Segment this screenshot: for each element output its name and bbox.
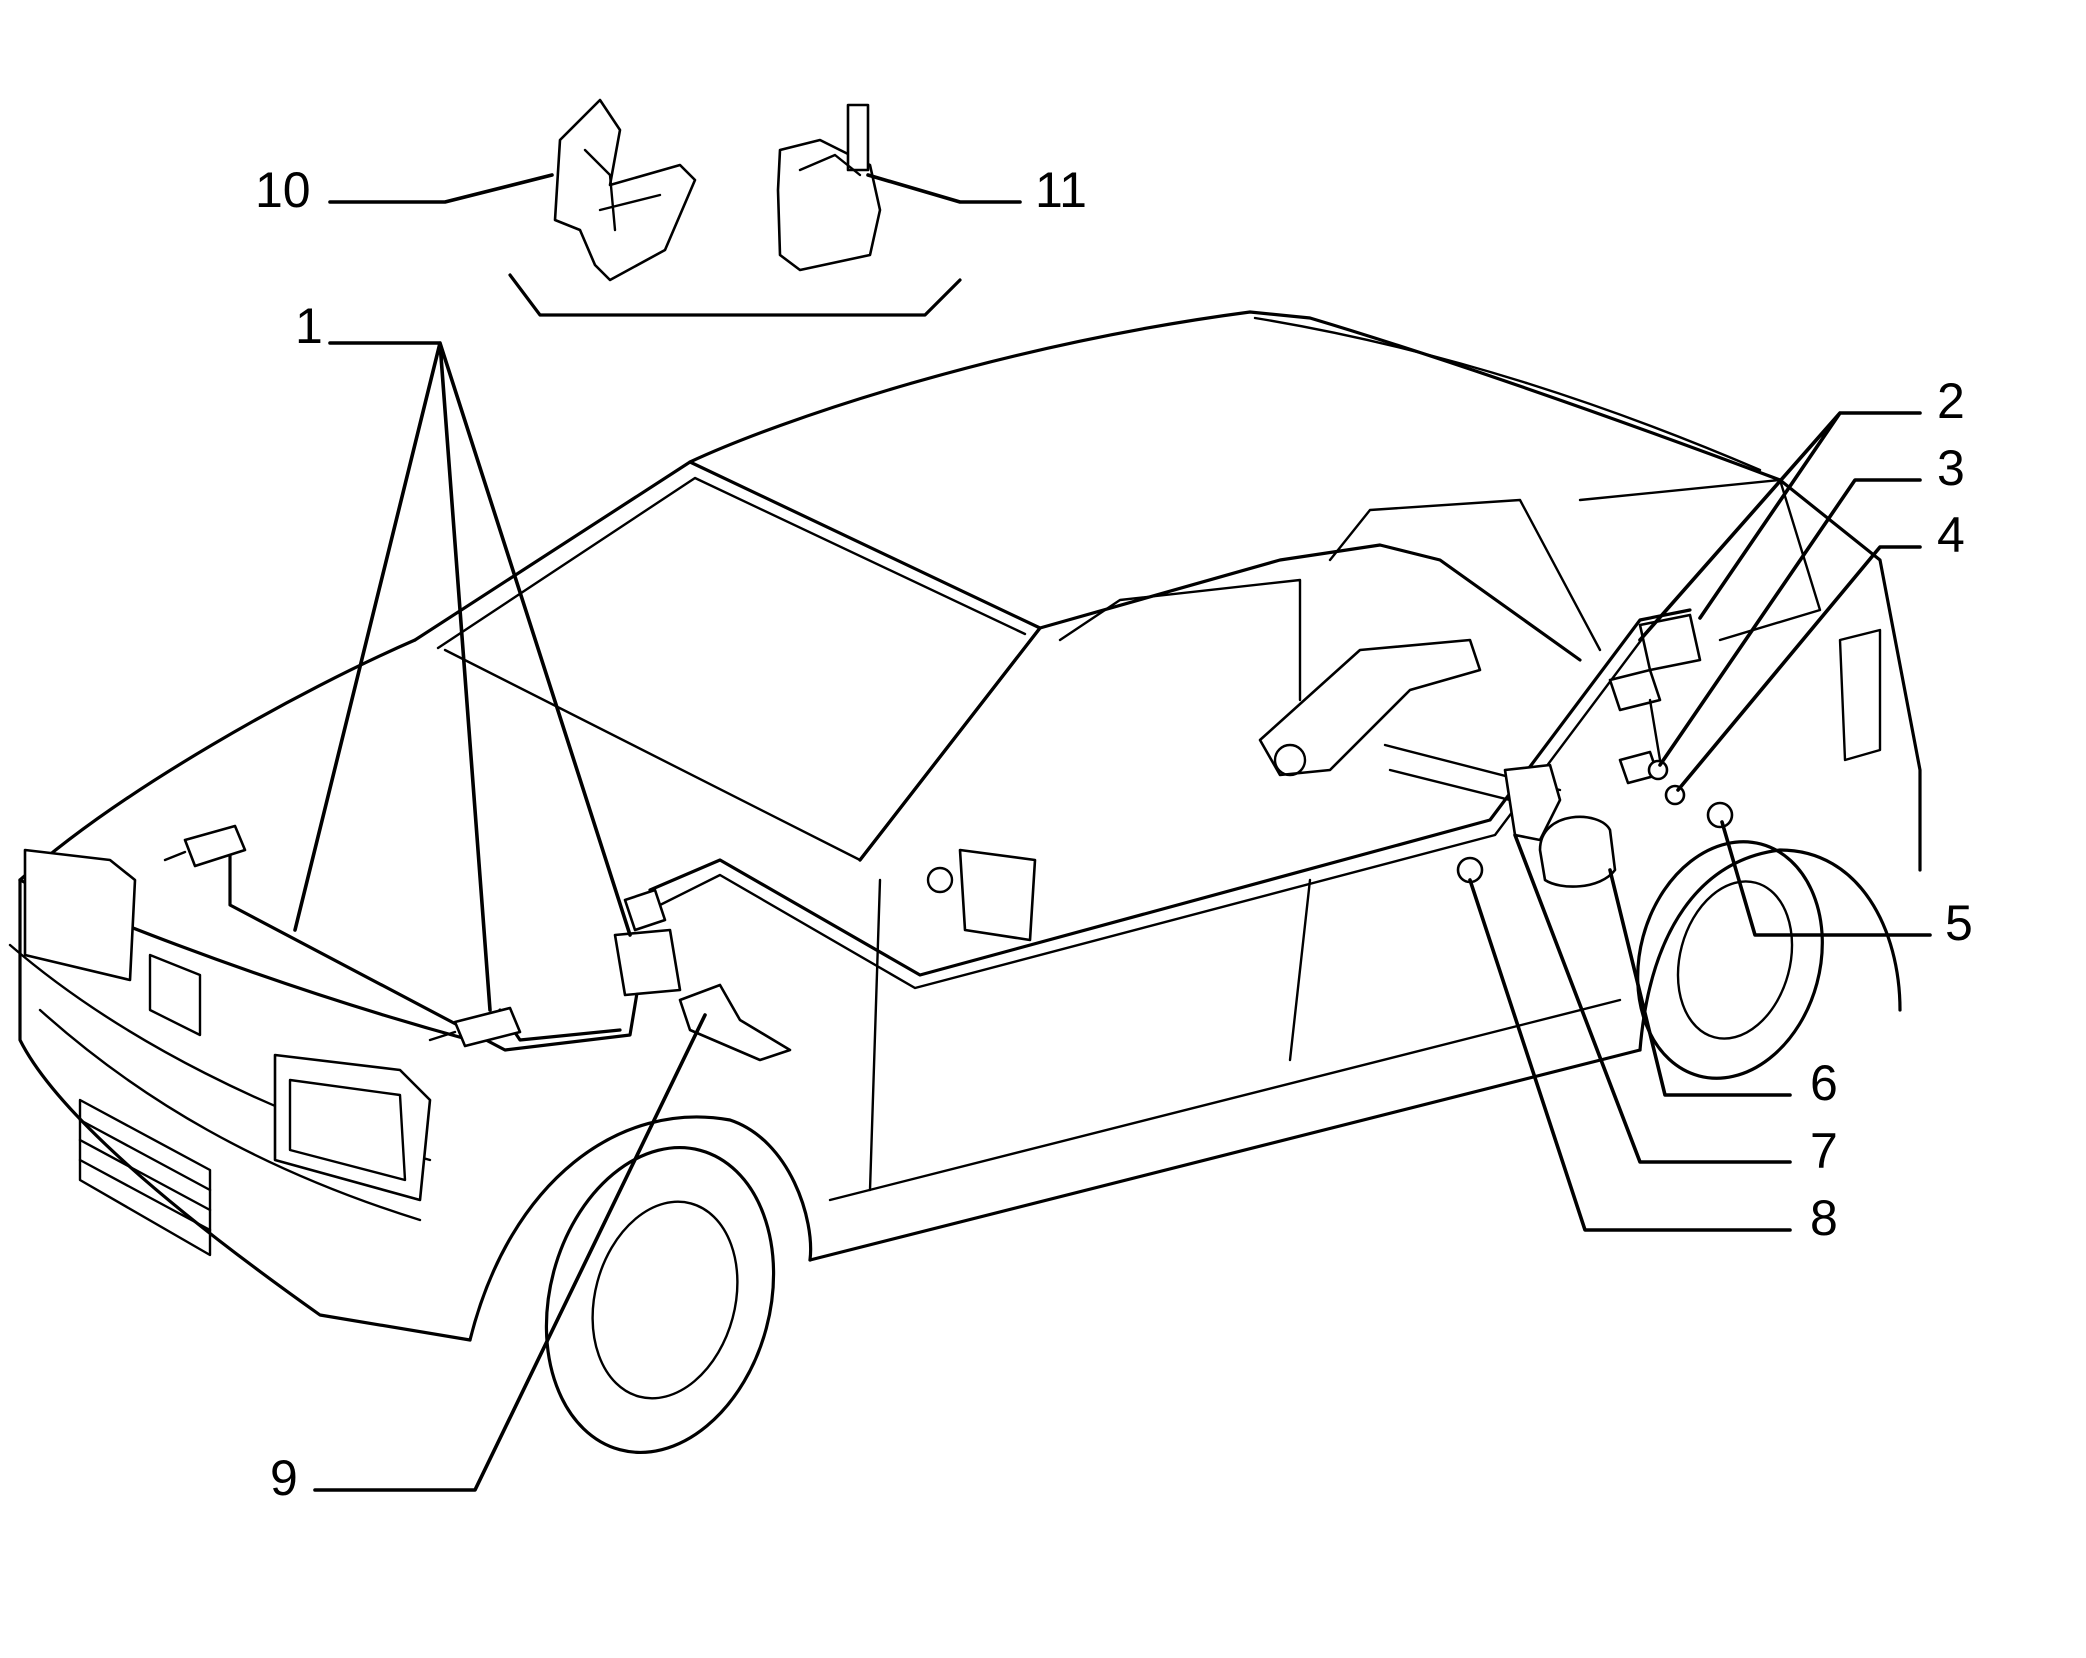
exhaust-assembly [1258, 638, 1562, 812]
bracket-10 [553, 98, 697, 282]
callout-5: 5 [1945, 895, 1973, 951]
leader-11 [866, 173, 1022, 204]
nut-5 [1706, 801, 1734, 829]
car-outline [8, 310, 1922, 1455]
callout-2: 2 [1937, 373, 1965, 429]
clamp-7 [1503, 763, 1562, 842]
leader-8 [1468, 878, 1792, 1232]
callout-labels: 1 2 3 4 5 6 7 8 9 10 11 [255, 162, 1973, 1506]
leader-9 [313, 1013, 707, 1492]
leader-1 [293, 341, 632, 1012]
leader-7 [1513, 833, 1792, 1164]
detail-inset [508, 98, 962, 317]
leader-2 [1638, 411, 1922, 642]
bracket-9 [678, 983, 792, 1062]
inset-bracket-line [508, 273, 962, 317]
nut-3 [1647, 759, 1669, 781]
callout-11: 11 [1035, 162, 1087, 218]
leader-6 [1608, 868, 1792, 1097]
washer-pipes [228, 608, 1692, 1052]
clamp-6 [1538, 815, 1617, 888]
leader-5 [1720, 820, 1932, 937]
callout-8: 8 [1810, 1190, 1838, 1246]
callout-9: 9 [270, 1450, 298, 1506]
bracket-11 [776, 103, 882, 272]
callout-4: 4 [1937, 507, 1965, 563]
leader-3 [1658, 478, 1922, 767]
callout-10: 10 [255, 162, 311, 218]
callout-6: 6 [1810, 1055, 1838, 1111]
washer-pump-front-right [428, 1006, 522, 1048]
washer-pump-front-left [163, 824, 247, 868]
leader-10 [328, 173, 554, 204]
callout-7: 7 [1810, 1123, 1838, 1179]
washer-reservoir [613, 888, 682, 997]
leader-lines [293, 173, 1932, 1492]
callout-1: 1 [295, 298, 323, 354]
callout-3: 3 [1937, 440, 1965, 496]
leader-4 [1676, 545, 1922, 792]
